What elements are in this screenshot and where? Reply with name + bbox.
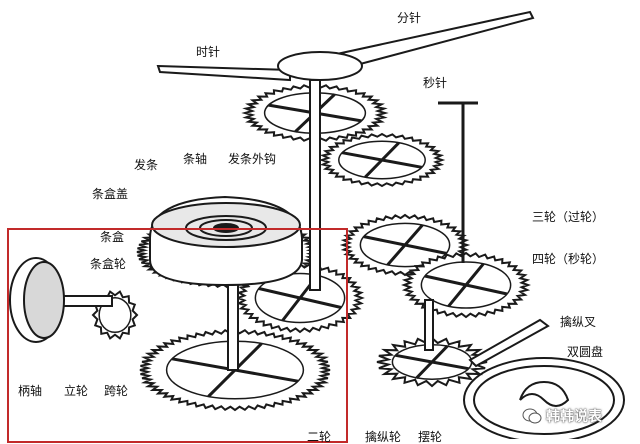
- balance-wheel: [463, 357, 625, 439]
- label-third-wheel: 三轮（过轮）: [532, 210, 605, 224]
- hand-hub: [277, 51, 363, 81]
- label-barrel: 条盒: [100, 230, 125, 244]
- barrel-body: [149, 195, 303, 287]
- third-wheel-spoke: [447, 284, 468, 308]
- watermark-text: 韩韩说表: [546, 409, 602, 425]
- minute-wheel-spoke: [341, 151, 383, 162]
- balance-assembly: [463, 318, 625, 439]
- label-hour-hand: 时针: [196, 45, 221, 59]
- label-minute-hand: 分针: [397, 11, 422, 25]
- label-bottom-partial-3: 摆轮: [418, 430, 443, 444]
- third-wheel-spoke: [465, 283, 508, 296]
- ratchet-wheel-spoke: [234, 368, 299, 383]
- escape-wheel-spoke: [431, 360, 469, 371]
- third-wheel-spoke: [464, 262, 485, 286]
- wechat-icon: [522, 408, 542, 424]
- second-wheel-spoke: [258, 287, 301, 300]
- label-barrel-cover: 条盒盖: [92, 187, 129, 201]
- hour-wheel-spoke: [268, 103, 316, 115]
- label-ratchet-bridge: 跨轮: [104, 384, 129, 398]
- watermark: 韩韩说表: [522, 404, 602, 428]
- label-barrel-wheel: 条盒轮: [90, 257, 127, 271]
- ratchet-wheel-spoke: [207, 368, 237, 398]
- label-second-hand: 秒针: [423, 76, 448, 90]
- label-arbor: 条轴: [183, 152, 208, 166]
- label-bottom-partial-2: 擒纵轮: [365, 430, 402, 444]
- center-wheel-spoke: [404, 243, 447, 255]
- escape-wheel-spoke: [430, 345, 449, 364]
- escape-arbor: [424, 299, 434, 351]
- second-wheel-spoke: [281, 297, 302, 322]
- highlight-box: [7, 228, 348, 443]
- label-crown-stem: 柄轴: [18, 384, 43, 398]
- label-pallet-fork: 擒纵叉: [560, 315, 597, 329]
- center-wheel-spoke: [363, 235, 406, 247]
- crown-wheel-rim: [98, 296, 132, 334]
- third-wheel-rim: [420, 261, 512, 309]
- label-outer-hook: 发条外钩: [228, 152, 277, 166]
- label-mainspring: 发条: [134, 158, 159, 172]
- second-wheel-rim: [254, 272, 346, 324]
- arbors: [227, 79, 434, 371]
- center-wheel-rim: [359, 222, 451, 268]
- minute-wheel-spoke: [380, 141, 400, 162]
- escape-wheel-spoke: [415, 360, 434, 379]
- second-wheel-spoke: [299, 296, 342, 309]
- ratchet-wheel-spoke: [233, 342, 263, 372]
- hands: [156, 10, 535, 263]
- crown-assembly: [9, 257, 113, 343]
- label-double-roller: 双圆盘: [567, 345, 604, 359]
- hour-wheel-spoke: [314, 111, 362, 123]
- minute-wheel-spoke: [364, 158, 384, 179]
- ratchet-wheel-spoke: [171, 357, 236, 372]
- minute-wheel-spoke: [381, 158, 423, 169]
- pallet-fork: [468, 318, 550, 368]
- center-wheel-spoke: [403, 224, 424, 246]
- minute-wheel-rim: [338, 140, 426, 180]
- label-crown-wheel: 立轮: [64, 384, 89, 398]
- third-wheel-spoke: [424, 274, 467, 287]
- center-wheel-spoke: [386, 244, 407, 266]
- center-arbor: [309, 79, 321, 291]
- hour-hand: [156, 64, 291, 82]
- label-bottom-partial-1: 二轮: [307, 430, 332, 444]
- escape-wheel-spoke: [395, 353, 433, 364]
- label-fourth-wheel: 四轮（秒轮）: [532, 252, 605, 266]
- hairspring: [519, 380, 570, 407]
